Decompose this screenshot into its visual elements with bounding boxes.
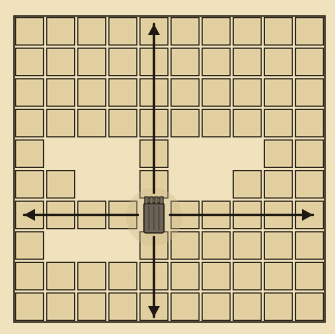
square-shading xyxy=(18,264,42,287)
square-shading xyxy=(235,81,259,104)
rook-battlement xyxy=(145,197,148,204)
square-shading xyxy=(298,264,322,287)
square-shading xyxy=(266,50,290,73)
square-shading xyxy=(298,20,322,43)
square-shading xyxy=(235,264,259,287)
square-shading xyxy=(298,111,322,134)
square-shading xyxy=(80,50,104,73)
square-shading xyxy=(204,50,228,73)
rook-battlement xyxy=(150,197,153,204)
square-shading xyxy=(111,295,135,318)
square-shading xyxy=(111,111,135,134)
square-shading xyxy=(204,20,228,43)
square-shading xyxy=(18,173,42,196)
square-shading xyxy=(298,173,322,196)
square-shading xyxy=(235,295,259,318)
square-shading xyxy=(266,295,290,318)
square-shading xyxy=(18,142,42,165)
square-shading xyxy=(49,111,73,134)
square-shading xyxy=(49,295,73,318)
square-shading xyxy=(298,81,322,104)
square-shading xyxy=(173,20,197,43)
square-shading xyxy=(80,81,104,104)
square-shading xyxy=(266,142,290,165)
square-shading xyxy=(18,50,42,73)
square-shading xyxy=(235,111,259,134)
square-shading xyxy=(111,81,135,104)
square-shading xyxy=(80,20,104,43)
square-shading xyxy=(235,20,259,43)
square-shading xyxy=(80,111,104,134)
square-shading xyxy=(111,50,135,73)
square-shading xyxy=(266,20,290,43)
square-shading xyxy=(49,20,73,43)
square-shading xyxy=(266,173,290,196)
square-shading xyxy=(266,264,290,287)
square-shading xyxy=(80,264,104,287)
square-shading xyxy=(235,173,259,196)
rook-battlement xyxy=(155,197,158,204)
square-shading xyxy=(173,50,197,73)
square-shading xyxy=(173,111,197,134)
square-shading xyxy=(49,81,73,104)
square-shading xyxy=(18,20,42,43)
square-shading xyxy=(18,295,42,318)
square-shading xyxy=(204,111,228,134)
square-shading xyxy=(49,173,73,196)
square-shading xyxy=(49,50,73,73)
square-shading xyxy=(204,234,228,257)
square-shading xyxy=(111,20,135,43)
square-shading xyxy=(204,81,228,104)
square-shading xyxy=(266,234,290,257)
square-shading xyxy=(204,295,228,318)
square-shading xyxy=(298,142,322,165)
square-shading xyxy=(266,111,290,134)
square-shading xyxy=(173,264,197,287)
square-shading xyxy=(173,295,197,318)
square-shading xyxy=(80,295,104,318)
rook-battlement xyxy=(160,197,163,204)
square-shading xyxy=(49,264,73,287)
square-shading xyxy=(266,81,290,104)
square-shading xyxy=(18,81,42,104)
square-shading xyxy=(18,234,42,257)
square-shading xyxy=(173,234,197,257)
square-shading xyxy=(18,111,42,134)
square-shading xyxy=(298,234,322,257)
square-shading xyxy=(111,264,135,287)
square-shading xyxy=(298,50,322,73)
square-shading xyxy=(204,264,228,287)
square-shading xyxy=(235,50,259,73)
square-shading xyxy=(235,234,259,257)
square-shading xyxy=(173,81,197,104)
square-shading xyxy=(298,295,322,318)
